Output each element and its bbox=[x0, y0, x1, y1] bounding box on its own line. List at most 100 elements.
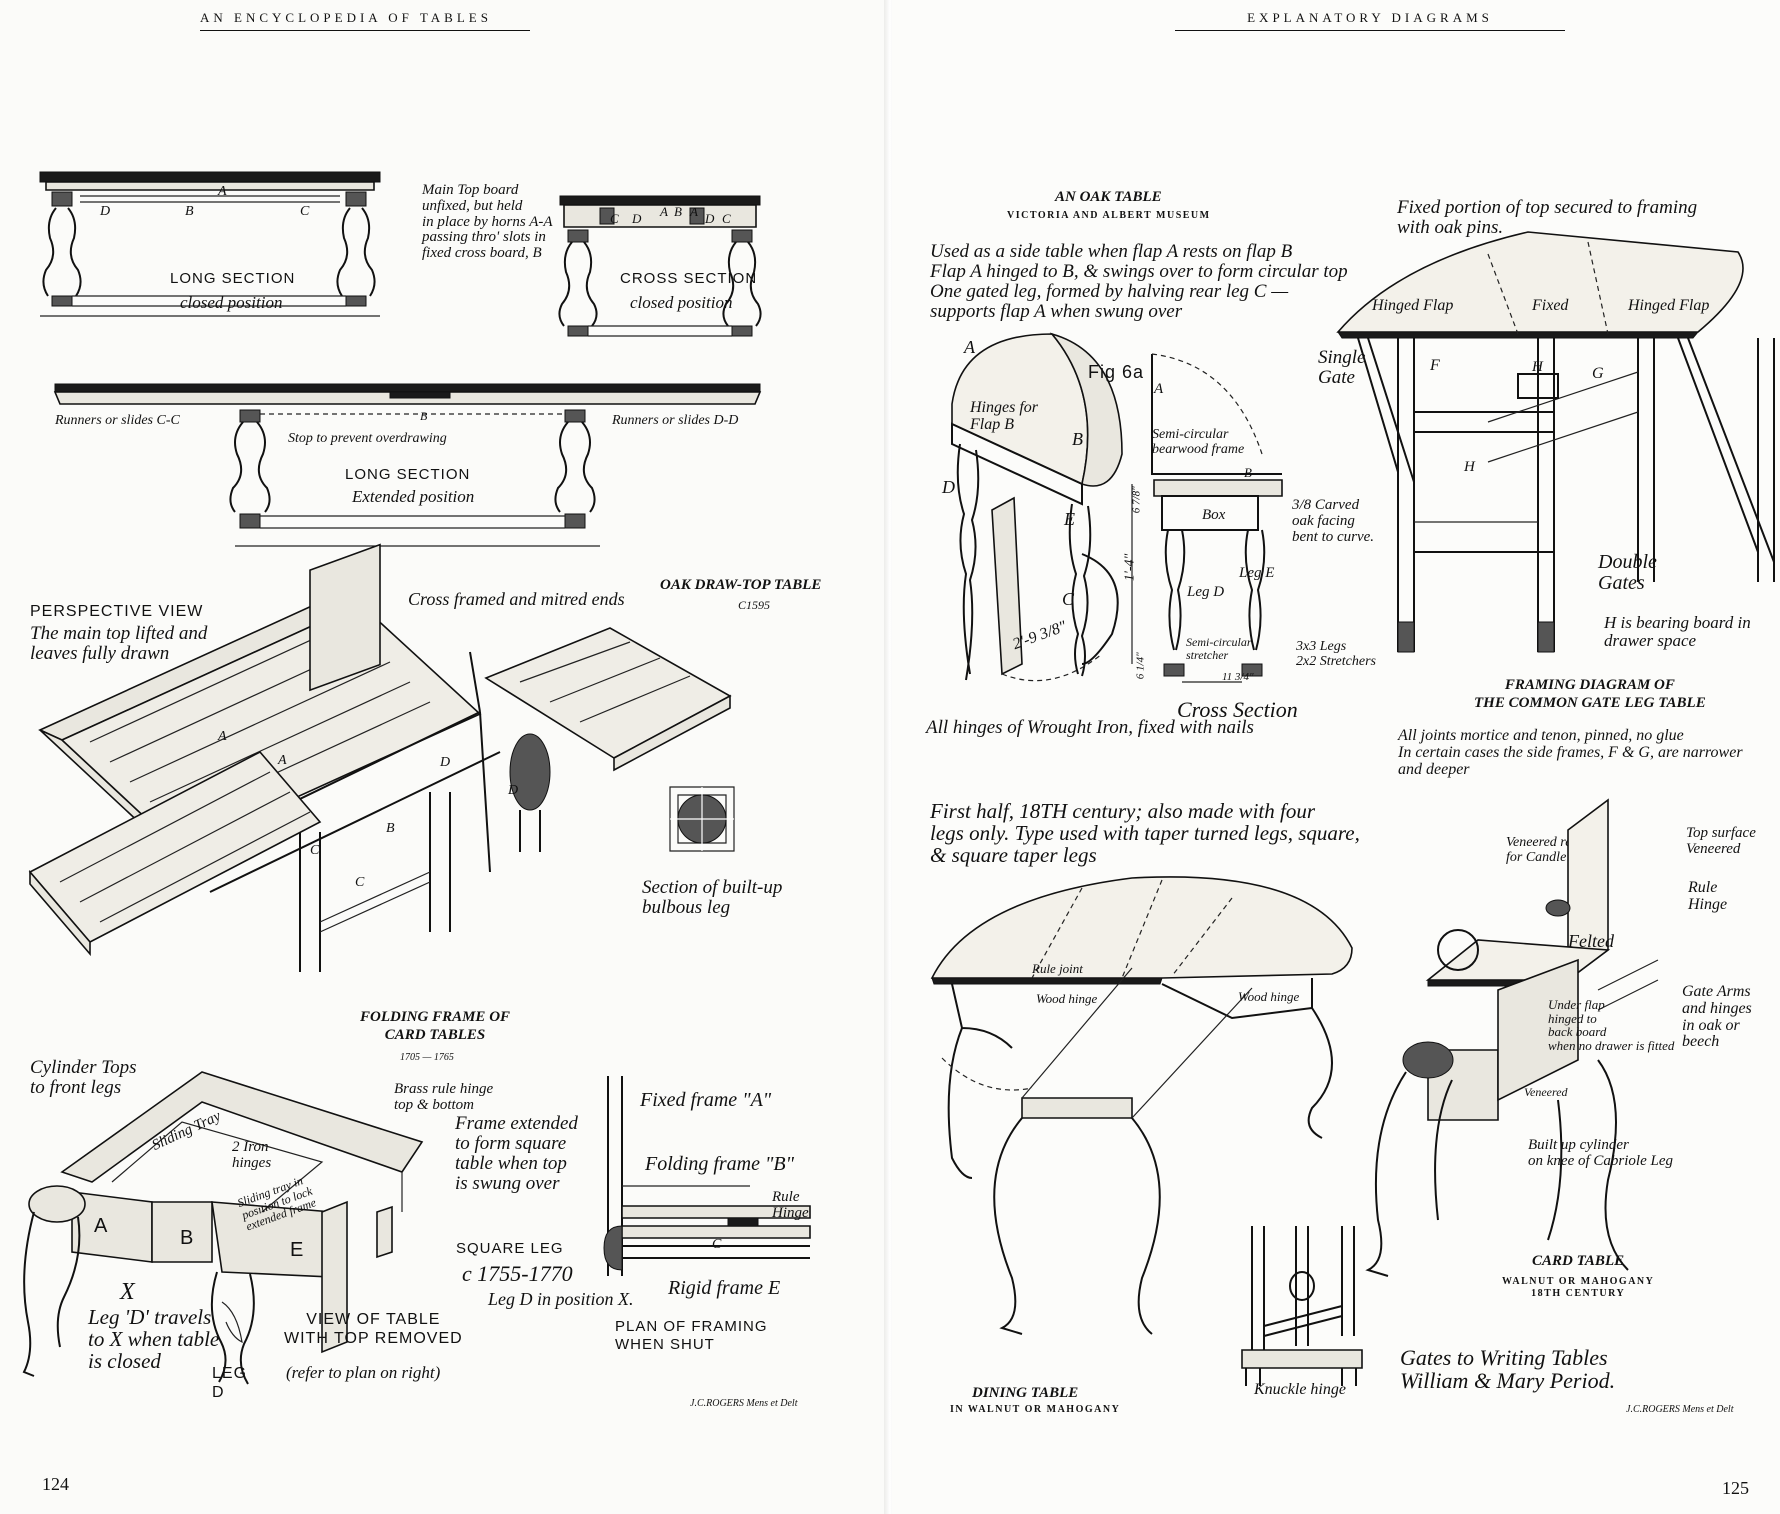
cross-label-a2: A bbox=[690, 204, 698, 219]
perspective-heading: PERSPECTIVE VIEW bbox=[30, 603, 204, 620]
rule-joint-label: Rule joint bbox=[1032, 961, 1083, 976]
gate-letter-g: G bbox=[1592, 365, 1604, 382]
single-gate-note: Single Gate bbox=[1318, 347, 1366, 388]
gates-writing-note: Gates to Writing Tables William & Mary P… bbox=[1400, 1345, 1616, 1394]
label-b: B bbox=[185, 204, 194, 219]
extended-position-label: Extended position bbox=[352, 487, 475, 506]
iron-hinges-label: 2 Iron hinges bbox=[232, 1139, 272, 1171]
built-up-note: Built up cylinder on knee of Cabriole Le… bbox=[1528, 1137, 1673, 1169]
gate-arms-note: Gate Arms and hinges in oak or beech bbox=[1682, 983, 1752, 1051]
persp-b: B bbox=[386, 821, 395, 836]
hinges-for-note: Hinges for Flap B bbox=[970, 399, 1038, 433]
dim-678: 6 7/8" bbox=[1130, 486, 1143, 514]
cross-label-d2: D bbox=[705, 211, 715, 226]
under-flap-note: Under flap hinged to back board when no … bbox=[1548, 997, 1675, 1053]
oak-letter-b: B bbox=[1072, 429, 1083, 449]
oak-drawtop-title: OAK DRAW-TOP TABLE bbox=[660, 577, 822, 593]
hinges-note: All hinges of Wrought Iron, fixed with n… bbox=[926, 717, 1254, 738]
double-gates-note: Double Gates bbox=[1598, 551, 1657, 594]
leaf-b-label: B bbox=[180, 1227, 195, 1249]
label-d: D bbox=[100, 204, 111, 219]
stop-b-label: B bbox=[420, 409, 428, 423]
plan-c-label: C bbox=[712, 1237, 722, 1252]
brass-hinge-note: Brass rule hinge top & bottom bbox=[394, 1081, 494, 1113]
leaf-a-label: A bbox=[94, 1215, 109, 1237]
fixed-portion-note: Fixed portion of top secured to framing … bbox=[1397, 197, 1698, 238]
gate-leg-title: FRAMING DIAGRAM OF THE COMMON GATE LEG T… bbox=[1474, 677, 1706, 711]
perspective-note: The main top lifted and leaves fully dra… bbox=[30, 623, 208, 664]
wood-hinge-left: Wood hinge bbox=[1036, 991, 1098, 1006]
refer-label: (refer to plan on right) bbox=[286, 1363, 441, 1382]
oak-letter-d: D bbox=[942, 477, 955, 497]
left-page: AN ENCYCLOPEDIA OF TABLES D B C A LONG S… bbox=[0, 0, 888, 1514]
hinged-flap-right: Hinged Flap bbox=[1628, 297, 1710, 314]
oak-table-title: AN OAK TABLE bbox=[1055, 189, 1162, 205]
leaf-e-label: E bbox=[290, 1239, 305, 1261]
cross-section-title: Cross Section bbox=[1177, 697, 1298, 722]
view-of-table-label: VIEW OF TABLE WITH TOP REMOVED bbox=[284, 1311, 463, 1348]
legs-size-note: 3x3 Legs 2x2 Stretchers bbox=[1296, 639, 1376, 669]
card-table-subtitle: WALNUT OR MAHOGANY 18TH CENTURY bbox=[1502, 1276, 1655, 1299]
label-c: C bbox=[300, 204, 310, 219]
leg-section-note: Section of built-up bulbous leg bbox=[642, 877, 783, 918]
top-surface-note: Top surface Veneered bbox=[1686, 825, 1756, 857]
dining-table-drawing bbox=[932, 858, 1362, 1348]
persp-a1: A bbox=[218, 729, 227, 744]
cross-label-d: D bbox=[632, 211, 642, 226]
oak-letter-c: C bbox=[1062, 589, 1075, 609]
folio-left: 124 bbox=[42, 1474, 69, 1494]
dim-1134: 11 3/4" bbox=[1222, 671, 1254, 683]
card-rule-hinge-note: Rule Hinge bbox=[1688, 879, 1728, 913]
semi-frame-b: B bbox=[1244, 465, 1252, 480]
perspective-drawing bbox=[30, 592, 750, 982]
felted-label: Felted bbox=[1568, 931, 1614, 951]
knuckle-hinge-label: Knuckle hinge bbox=[1254, 1381, 1346, 1398]
label-a: A bbox=[218, 184, 227, 199]
x-label: X bbox=[120, 1279, 135, 1305]
leg-d-position-label: Leg D in position X. bbox=[488, 1289, 634, 1309]
hinged-flap-left: Hinged Flap bbox=[1372, 297, 1454, 314]
carved-note: 3/8 Carved oak facing bent to curve. bbox=[1292, 497, 1375, 545]
persp-d2: D bbox=[508, 783, 519, 798]
leg-d-travels-note: Leg 'D' travels to X when table is close… bbox=[88, 1305, 220, 1374]
box-label: Box bbox=[1202, 507, 1226, 523]
closed-position-label: closed position bbox=[180, 293, 283, 312]
dining-note: First half, 18TH century; also made with… bbox=[930, 799, 1360, 868]
square-leg-label: SQUARE LEG bbox=[456, 1240, 564, 1257]
folding-date: 1705 — 1765 bbox=[400, 1052, 454, 1063]
cross-label-b: B bbox=[674, 204, 682, 219]
frame-extended-note: Frame extended to form square table when… bbox=[455, 1113, 578, 1194]
signature-right: J.C.ROGERS Mens et Delt bbox=[1626, 1404, 1734, 1415]
cross-label-c2: C bbox=[722, 211, 731, 226]
gate-letter-f: F bbox=[1430, 357, 1440, 374]
cylinder-tops-note: Cylinder Tops to front legs bbox=[30, 1057, 137, 1098]
oak-table-note: Used as a side table when flap A rests o… bbox=[930, 241, 1348, 322]
folding-frame-drawing bbox=[22, 1062, 442, 1387]
dim-64: 6 1/4" bbox=[1134, 652, 1147, 680]
h-bearing-note: H is bearing board in drawer space bbox=[1604, 613, 1751, 650]
folio-right: 125 bbox=[1722, 1478, 1749, 1498]
right-page: EXPLANATORY DIAGRAMS AN OAK TABLE VICTOR… bbox=[892, 0, 1780, 1514]
folding-title: FOLDING FRAME OF CARD TABLES bbox=[360, 1009, 511, 1043]
oak-table-drawing bbox=[932, 334, 1362, 694]
running-head-left: AN ENCYCLOPEDIA OF TABLES bbox=[200, 10, 530, 31]
cross-label-a: A bbox=[660, 204, 668, 219]
persp-d1: D bbox=[440, 755, 451, 770]
runners-cc-label: Runners or slides C-C bbox=[55, 413, 180, 428]
note-main-top: Main Top board unfixed, but held in plac… bbox=[422, 182, 553, 261]
writing-gates-drawing bbox=[1242, 1226, 1382, 1396]
card-table-title: CARD TABLE bbox=[1532, 1253, 1625, 1269]
veneered-label: Veneered bbox=[1524, 1085, 1568, 1099]
oak-table-subtitle: VICTORIA AND ALBERT MUSEUM bbox=[1007, 210, 1211, 221]
leg-section-icon bbox=[668, 785, 736, 853]
cross-framed-label: Cross framed and mitred ends bbox=[408, 589, 625, 609]
plan-of-framing-label: PLAN OF FRAMING WHEN SHUT bbox=[615, 1318, 768, 1353]
rule-hinge-label: Rule Hinge bbox=[772, 1189, 809, 1221]
leg-d-label: LEG D bbox=[212, 1365, 248, 1402]
gate-leg-note: All joints mortice and tenon, pinned, no… bbox=[1398, 727, 1743, 778]
running-head-right: EXPLANATORY DIAGRAMS bbox=[1175, 10, 1565, 31]
leg-e-label: Leg E bbox=[1239, 565, 1275, 581]
persp-c2: C bbox=[355, 875, 365, 890]
dim-height: 1'-4" bbox=[1122, 553, 1138, 582]
fixed-label: Fixed bbox=[1532, 297, 1569, 314]
